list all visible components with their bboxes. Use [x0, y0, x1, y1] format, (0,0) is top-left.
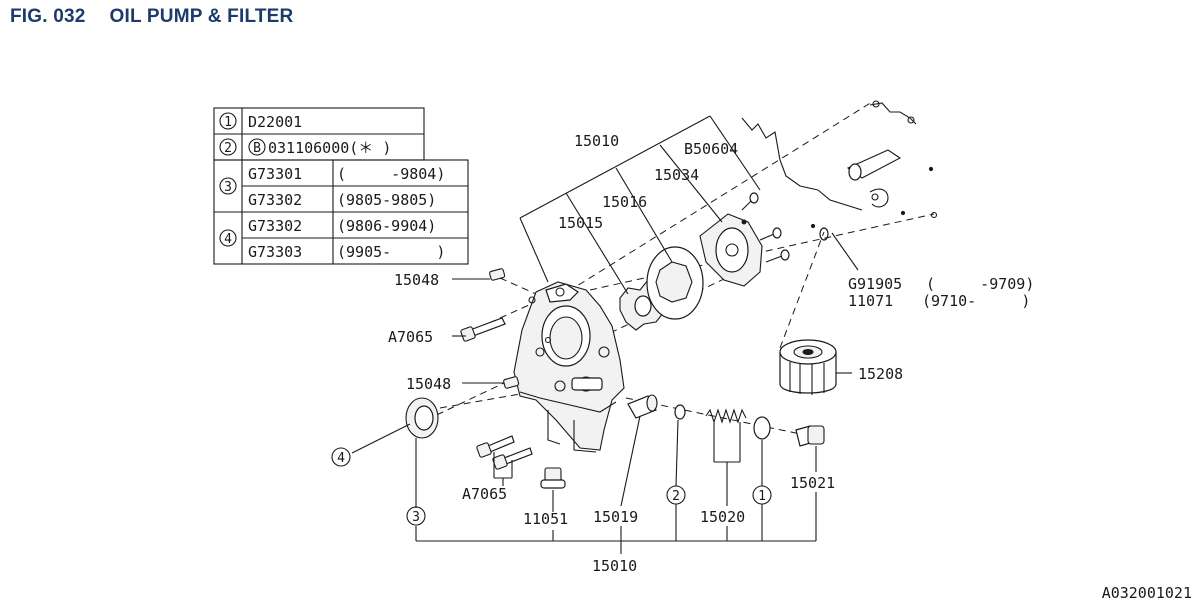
- oil-filter-15208: [779, 339, 837, 395]
- table-prefix-b: B: [253, 141, 261, 156]
- label-15048-top: 15048: [394, 271, 439, 289]
- bolt-a7065-upper: [460, 317, 506, 342]
- table-part-g73302-b: G73302: [248, 217, 302, 235]
- label-a7065-upper: A7065: [388, 328, 433, 346]
- table-range-g73303: (9905- ): [337, 243, 445, 261]
- table-marker-1: 1: [224, 115, 232, 130]
- oil-pump-body: [513, 281, 625, 453]
- label-b50604: B50604: [684, 140, 738, 158]
- oil-seal: [405, 397, 439, 439]
- figure-name: OIL PUMP & FILTER: [109, 6, 294, 27]
- label-15208: 15208: [858, 365, 903, 383]
- plug-15048-mid: [503, 376, 520, 389]
- label-g91905: G91905: [848, 275, 902, 293]
- label-g91905-range: ( -9709): [926, 275, 1034, 293]
- callout-3: 3: [412, 510, 420, 525]
- table-range-g73302-b: (9806-9904): [337, 217, 436, 235]
- part-labels: 15010 B50604 15034 15016 15015 15048 A70…: [388, 132, 1034, 575]
- bolt-a7065-lower: [476, 435, 533, 470]
- label-15020: 15020: [700, 508, 745, 526]
- gasket-1: [753, 416, 771, 440]
- label-15021: 15021: [790, 474, 835, 492]
- label-15034: 15034: [654, 166, 699, 184]
- table-part-031106000: 031106000(＊ ): [268, 139, 391, 157]
- relief-valve-15019: [627, 394, 658, 419]
- plug-15021: [795, 425, 825, 447]
- table-marker-4: 4: [224, 232, 232, 247]
- outer-rotor-15016: [646, 246, 704, 320]
- engine-block-outline: [741, 100, 938, 241]
- leader-lines: [351, 115, 859, 554]
- washer-2: [674, 404, 686, 420]
- callout-2: 2: [672, 489, 680, 504]
- callout-4: 4: [337, 451, 345, 466]
- figure-title: FIG. 032 OIL PUMP & FILTER: [10, 6, 293, 28]
- table-marker-3: 3: [224, 180, 232, 195]
- label-11071-range: (9710- ): [922, 292, 1030, 310]
- label-15015: 15015: [558, 214, 603, 232]
- callout-1: 1: [758, 489, 766, 504]
- table-part-d22001: D22001: [248, 113, 302, 131]
- table-part-g73301: G73301: [248, 165, 302, 183]
- label-15010-bottom: 15010: [592, 557, 637, 575]
- table-range-g73302-a: (9805-9805): [337, 191, 436, 209]
- plug-15048-top: [489, 268, 506, 281]
- table-part-g73302-a: G73302: [248, 191, 302, 209]
- label-15016: 15016: [602, 193, 647, 211]
- table-marker-2: 2: [224, 141, 232, 156]
- label-15048-mid: 15048: [406, 375, 451, 393]
- table-part-g73303: G73303: [248, 243, 302, 261]
- plug-11051: [540, 467, 566, 489]
- screw-b50604: [741, 192, 790, 263]
- applicability-table: 1 D22001 2 B 031106000(＊ ) 3 G73301 ( -9…: [213, 107, 469, 265]
- figure-code: A032001021: [1102, 584, 1192, 602]
- table-range-g73301: ( -9804): [337, 165, 445, 183]
- label-15010-top: 15010: [574, 132, 619, 150]
- label-15019: 15019: [593, 508, 638, 526]
- label-a7065-lower: A7065: [462, 485, 507, 503]
- figure-number: FIG. 032: [10, 6, 86, 27]
- spring-15020: [705, 408, 747, 424]
- pump-cover-15034: [699, 213, 763, 287]
- label-11051: 11051: [523, 510, 568, 528]
- label-11071: 11071: [848, 292, 893, 310]
- callout-circles: 4 3 2 1: [331, 447, 772, 526]
